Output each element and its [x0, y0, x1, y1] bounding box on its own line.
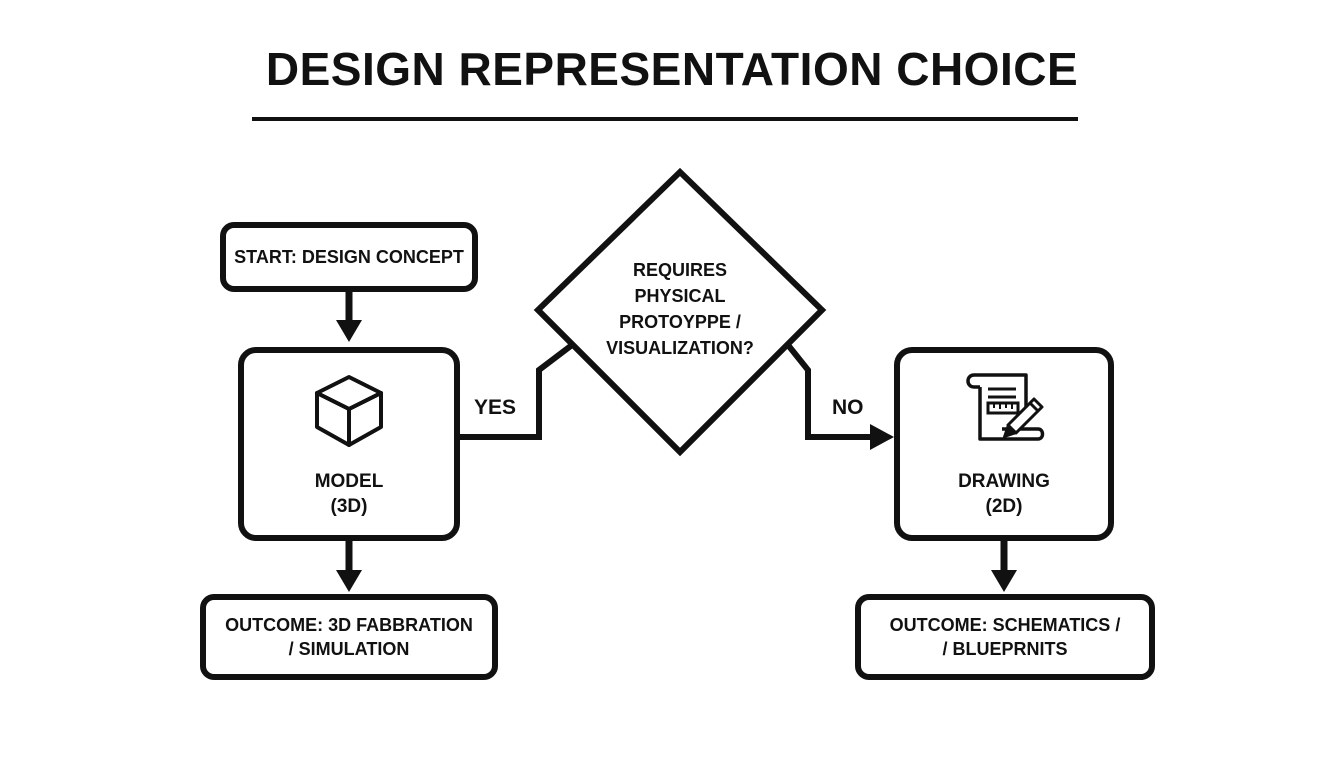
model-node-title: MODEL: [314, 471, 384, 492]
start-node: START: DESIGN CONCEPT: [220, 222, 478, 292]
outcome-2d-line-1: OUTCOME: SCHEMATICS /: [889, 615, 1121, 635]
connector-no-to-drawing: [785, 343, 872, 440]
start-node-label: START: DESIGN CONCEPT: [234, 247, 464, 267]
edge-label-yes: YES: [474, 396, 517, 419]
arrowhead-model-to-outcome-3d: [336, 570, 362, 592]
decision-line-4: VISUALIZATION?: [606, 338, 754, 358]
decision-node-text: REQUIRES PHYSICAL PROTOYPPE / VISUALIZAT…: [565, 257, 795, 361]
decision-diamond: [533, 167, 827, 457]
outcome-2d-node: OUTCOME: SCHEMATICS / / BLUEPRNITS: [855, 594, 1155, 680]
decision-line-2: PHYSICAL: [634, 286, 726, 306]
drawing-node: DRAWING (2D): [894, 347, 1114, 541]
model-node-subtitle: (3D): [330, 496, 368, 517]
connector-yes-to-model: [458, 342, 574, 440]
diagram-title: DESIGN REPRESENTATION CHOICE: [265, 43, 1079, 95]
model-node: MODEL (3D): [238, 347, 460, 541]
arrowhead-no-to-drawing: [870, 424, 894, 450]
outcome-2d-line-2: / BLUEPRNITS: [942, 639, 1068, 659]
outcome-3d-line-2: / SIMULATION: [288, 639, 410, 659]
decision-line-3: PROTOYPPE /: [619, 312, 741, 332]
outcome-3d-node: OUTCOME: 3D FABBRATION / SIMULATION: [200, 594, 498, 680]
arrowhead-drawing-to-outcome-2d: [991, 570, 1017, 592]
blueprint-scroll-pencil-icon: [964, 369, 1045, 449]
outcome-3d-line-1: OUTCOME: 3D FABBRATION: [225, 615, 473, 635]
decision-line-1: REQUIRES: [632, 260, 728, 280]
arrowhead-start-to-model: [336, 320, 362, 342]
title-underline: [252, 117, 1078, 121]
edge-label-no: NO: [832, 396, 864, 419]
drawing-node-subtitle: (2D): [985, 496, 1023, 517]
drawing-node-title: DRAWING: [958, 471, 1050, 492]
cube-icon: [309, 369, 389, 449]
